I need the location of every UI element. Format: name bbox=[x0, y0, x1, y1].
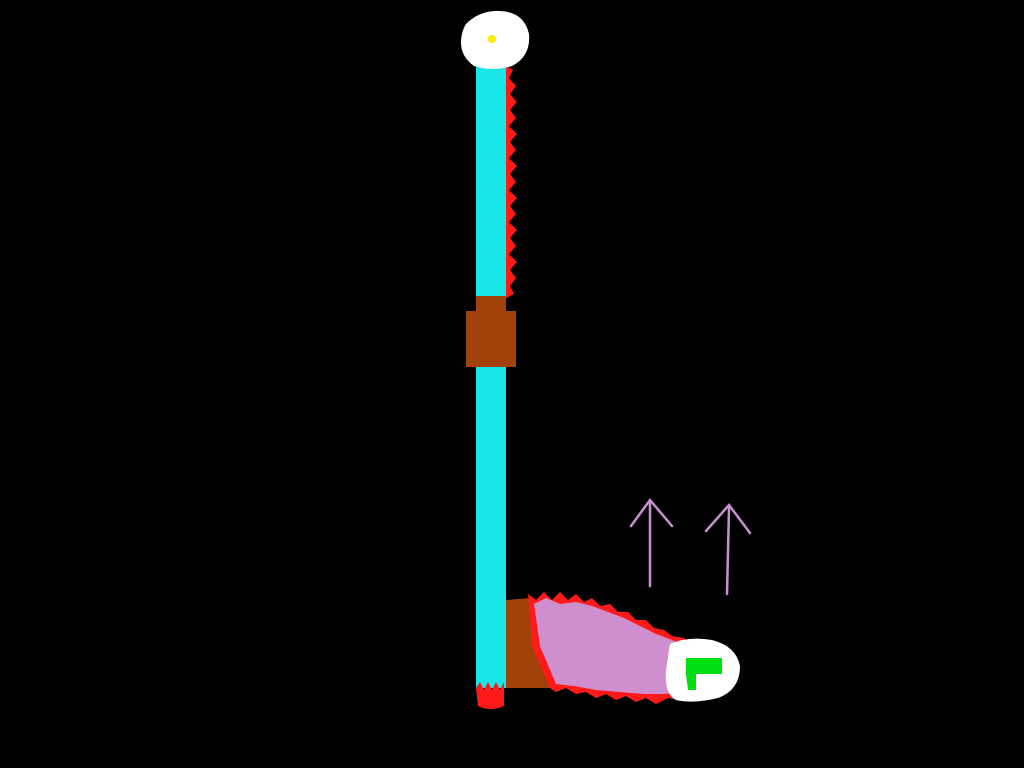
bracket-neck bbox=[476, 296, 506, 312]
jagged-edge-upper bbox=[506, 66, 517, 298]
up-arrow-icon[interactable] bbox=[629, 497, 674, 588]
bracket-block bbox=[466, 311, 516, 367]
canister-body bbox=[534, 598, 684, 694]
cap-dot-icon bbox=[488, 35, 496, 43]
arrow-head bbox=[704, 503, 752, 535]
arrow-shaft bbox=[725, 506, 731, 596]
brown-bracket[interactable] bbox=[466, 296, 516, 367]
pink-canister[interactable] bbox=[528, 592, 740, 704]
jagged-edge-bottom bbox=[476, 682, 504, 709]
round-cap[interactable] bbox=[460, 10, 530, 69]
arrow-head bbox=[629, 497, 674, 528]
green-flag-icon[interactable] bbox=[686, 658, 722, 690]
pole-upper bbox=[476, 66, 506, 306]
vertical-pole[interactable] bbox=[476, 66, 517, 709]
pole-lower bbox=[476, 366, 506, 688]
up-arrow-icon[interactable] bbox=[704, 503, 752, 596]
